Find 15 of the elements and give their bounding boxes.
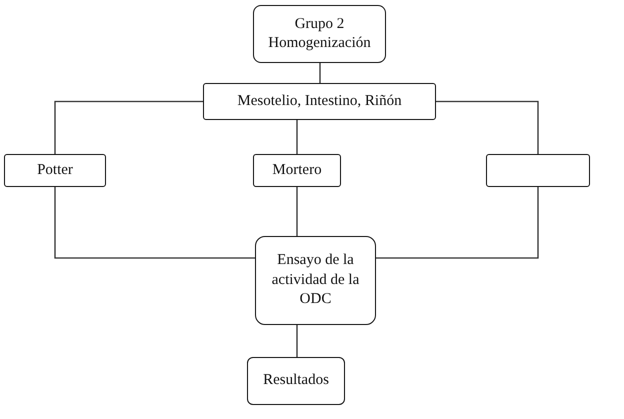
- connector-line: [54, 100, 203, 154]
- connector-line: [376, 187, 539, 259]
- connector-line: [436, 100, 539, 154]
- process-box: Ensayo de la actividad de la ODC: [255, 236, 376, 325]
- process-box: Resultados: [247, 357, 345, 405]
- process-box: Grupo 2 Homogenización: [253, 5, 386, 63]
- process-box: Mortero: [253, 154, 341, 187]
- connector-line: [319, 63, 321, 83]
- process-box: Potter: [4, 154, 106, 187]
- connector-line: [296, 325, 298, 357]
- process-box: Mesotelio, Intestino, Riñón: [203, 83, 436, 120]
- connector-line: [296, 120, 298, 154]
- process-box: [486, 154, 590, 187]
- connector-line: [54, 187, 255, 259]
- connector-line: [296, 187, 298, 236]
